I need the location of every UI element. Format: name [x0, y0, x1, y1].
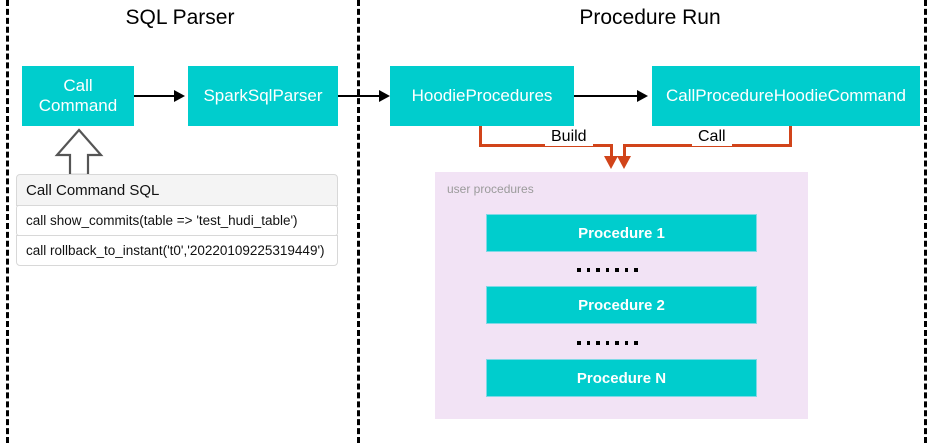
- sql-list-header: Call Command SQL: [16, 174, 338, 206]
- box-hoodie-procedures-label: HoodieProcedures: [411, 86, 553, 106]
- ellipsis-dots-1: [577, 268, 638, 272]
- procedure-box-n-label: Procedure N: [576, 369, 667, 387]
- arrow-call-command-to-spark-line: [134, 95, 176, 97]
- box-call-command-label: Call Command: [39, 76, 117, 115]
- connector-label-call: Call: [692, 128, 732, 146]
- box-call-command[interactable]: Call Command: [22, 66, 134, 126]
- box-spark-sql-parser-label: SparkSqlParser: [203, 86, 323, 106]
- orange-build-arrowhead: [604, 156, 618, 169]
- arrow-spark-to-hoodie-head: [379, 90, 390, 102]
- box-call-command-line2: Command: [38, 96, 118, 115]
- call-command-sql-list: Call Command SQL call show_commits(table…: [16, 174, 338, 266]
- divider-left: [6, 0, 9, 443]
- procedure-box-n[interactable]: Procedure N: [486, 359, 757, 397]
- ellipsis-dots-2: [577, 341, 638, 345]
- divider-middle: [357, 0, 360, 443]
- arrow-spark-to-hoodie-line: [338, 95, 382, 97]
- procedure-box-1[interactable]: Procedure 1: [486, 214, 757, 252]
- box-call-procedure-hoodie-command[interactable]: CallProcedureHoodieCommand: [652, 66, 920, 126]
- arrow-hoodie-to-callprocedure-line: [574, 95, 638, 97]
- section-title-sql-parser: SQL Parser: [125, 6, 235, 29]
- procedure-box-2-label: Procedure 2: [578, 296, 665, 314]
- box-spark-sql-parser[interactable]: SparkSqlParser: [188, 66, 338, 126]
- block-arrow-up-icon: [54, 128, 104, 177]
- section-title-procedure-run: Procedure Run: [579, 6, 721, 29]
- user-procedures-label: user procedures: [447, 182, 534, 196]
- procedure-box-2[interactable]: Procedure 2: [486, 286, 757, 324]
- box-call-command-line1: Call: [63, 76, 93, 96]
- box-hoodie-procedures[interactable]: HoodieProcedures: [390, 66, 574, 126]
- orange-build-vertical-right: [610, 144, 613, 158]
- orange-call-arrowhead: [617, 156, 631, 169]
- box-call-procedure-hoodie-command-label: CallProcedureHoodieCommand: [665, 86, 906, 106]
- arrow-hoodie-to-callprocedure-head: [637, 90, 648, 102]
- divider-right: [924, 0, 927, 443]
- sql-list-item[interactable]: call rollback_to_instant('t0','202201092…: [16, 235, 338, 266]
- orange-build-vertical-left: [479, 126, 482, 147]
- sql-list-item[interactable]: call show_commits(table => 'test_hudi_ta…: [16, 205, 338, 236]
- orange-call-vertical-right: [789, 126, 792, 147]
- orange-call-vertical-left: [623, 144, 626, 158]
- arrow-call-command-to-spark-head: [174, 90, 185, 102]
- procedure-box-1-label: Procedure 1: [578, 224, 665, 242]
- connector-label-build: Build: [545, 128, 593, 146]
